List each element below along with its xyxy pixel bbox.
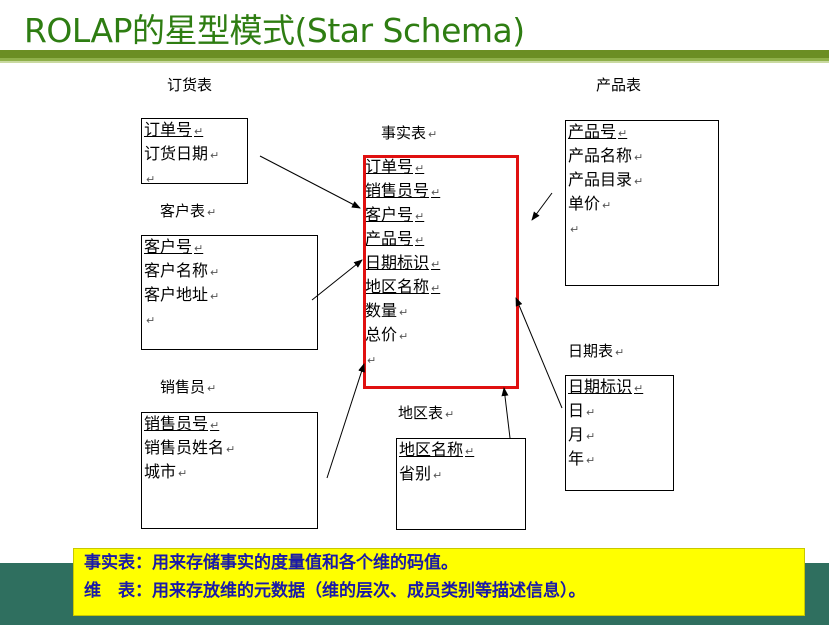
region-field-province: 省别↵ <box>399 464 443 483</box>
fact-field-region-name: 地区名称↵ <box>365 277 441 296</box>
date-table: 日期标识↵ 日↵ 月↵ 年↵ <box>565 375 674 491</box>
arrow-customer-to-fact <box>311 259 363 301</box>
product-table: 产品号↵ 产品名称↵ 产品目录↵ 单价↵ ↵ <box>565 120 719 286</box>
date-table-label: 日期表↵ <box>568 342 625 360</box>
customer-field-address: 客户地址↵ <box>144 285 220 304</box>
fact-field-product-no: 产品号↵ <box>365 229 425 248</box>
salesperson-table: 销售员号↵ 销售员姓名↵ 城市↵ <box>141 412 318 529</box>
note-line-fact: 事实表：用来存储事实的度量值和各个维的码值。 <box>84 553 458 573</box>
region-field-name: 地区名称↵ <box>399 440 475 459</box>
arrow-region-to-fact <box>501 387 511 439</box>
region-table: 地区名称↵ 省别↵ <box>396 438 526 530</box>
date-field-day: 日↵ <box>568 401 596 420</box>
definition-note: 事实表：用来存储事实的度量值和各个维的码值。 维 表：用来存放维的元数据（维的层… <box>73 548 805 616</box>
arrow-salesperson-to-fact <box>326 363 365 479</box>
salesperson-field-id: 销售员号↵ <box>144 414 220 433</box>
order-field-order-no: 订单号↵ <box>144 120 204 139</box>
fact-table-highlight <box>363 155 519 389</box>
customer-table-label: 客户表↵ <box>160 202 217 220</box>
fact-field-quantity: 数量↵ <box>365 301 409 320</box>
fact-field-date-id: 日期标识↵ <box>365 253 441 272</box>
relationship-arrows <box>259 155 563 479</box>
page-title: ROLAP的星型模式(Star Schema) <box>24 11 525 50</box>
salesperson-table-label: 销售员↵ <box>160 378 217 396</box>
order-field-empty: ↵ <box>146 173 156 186</box>
fact-field-customer-no: 客户号↵ <box>365 205 425 224</box>
product-table-label: 产品表 <box>596 76 642 94</box>
fact-field-order-no: 订单号↵ <box>365 157 425 176</box>
product-field-name: 产品名称↵ <box>568 146 644 165</box>
note-line-dimension: 维 表：用来存放维的元数据（维的层次、成员类别等描述信息）。 <box>84 581 586 601</box>
order-table: 订单号↵ 订货日期↵ ↵ <box>141 118 248 186</box>
fact-field-salesperson-no: 销售员号↵ <box>365 181 441 200</box>
arrow-product-to-fact <box>531 192 553 221</box>
fact-field-total-price: 总价↵ <box>365 325 409 344</box>
salesperson-field-name: 销售员姓名↵ <box>144 438 236 457</box>
title-divider-accent <box>0 58 829 61</box>
arrow-order-to-fact <box>259 155 361 209</box>
date-field-year: 年↵ <box>568 449 596 468</box>
salesperson-field-city: 城市↵ <box>144 462 188 481</box>
product-field-id: 产品号↵ <box>568 122 628 141</box>
fact-table-label: 事实表↵ <box>381 124 438 142</box>
customer-table: 客户号↵ 客户名称↵ 客户地址↵ ↵ <box>141 235 318 350</box>
order-field-order-date: 订货日期↵ <box>144 144 220 163</box>
product-field-empty: ↵ <box>570 223 580 236</box>
date-field-month: 月↵ <box>568 425 596 444</box>
star-schema-diagram: 订货表 订单号↵ 订货日期↵ ↵ 客户表↵ 客户号↵ 客户名称↵ 客户地址↵ ↵… <box>100 68 742 536</box>
customer-field-name: 客户名称↵ <box>144 261 220 280</box>
product-field-catalog: 产品目录↵ <box>568 170 644 189</box>
title-divider-light <box>0 61 829 63</box>
fact-field-empty: ↵ <box>367 354 377 367</box>
date-field-id: 日期标识↵ <box>568 377 644 396</box>
customer-field-empty: ↵ <box>146 314 156 327</box>
product-field-price: 单价↵ <box>568 194 612 213</box>
region-table-label: 地区表↵ <box>398 404 455 422</box>
title-divider <box>0 50 829 58</box>
order-table-label: 订货表 <box>167 76 213 94</box>
arrow-date-to-fact <box>515 297 563 409</box>
fact-table: 订单号↵ 销售员号↵ 客户号↵ 产品号↵ 日期标识↵ 地区名称↵ 数量↵ 总价↵… <box>363 156 513 384</box>
customer-field-id: 客户号↵ <box>144 237 204 256</box>
